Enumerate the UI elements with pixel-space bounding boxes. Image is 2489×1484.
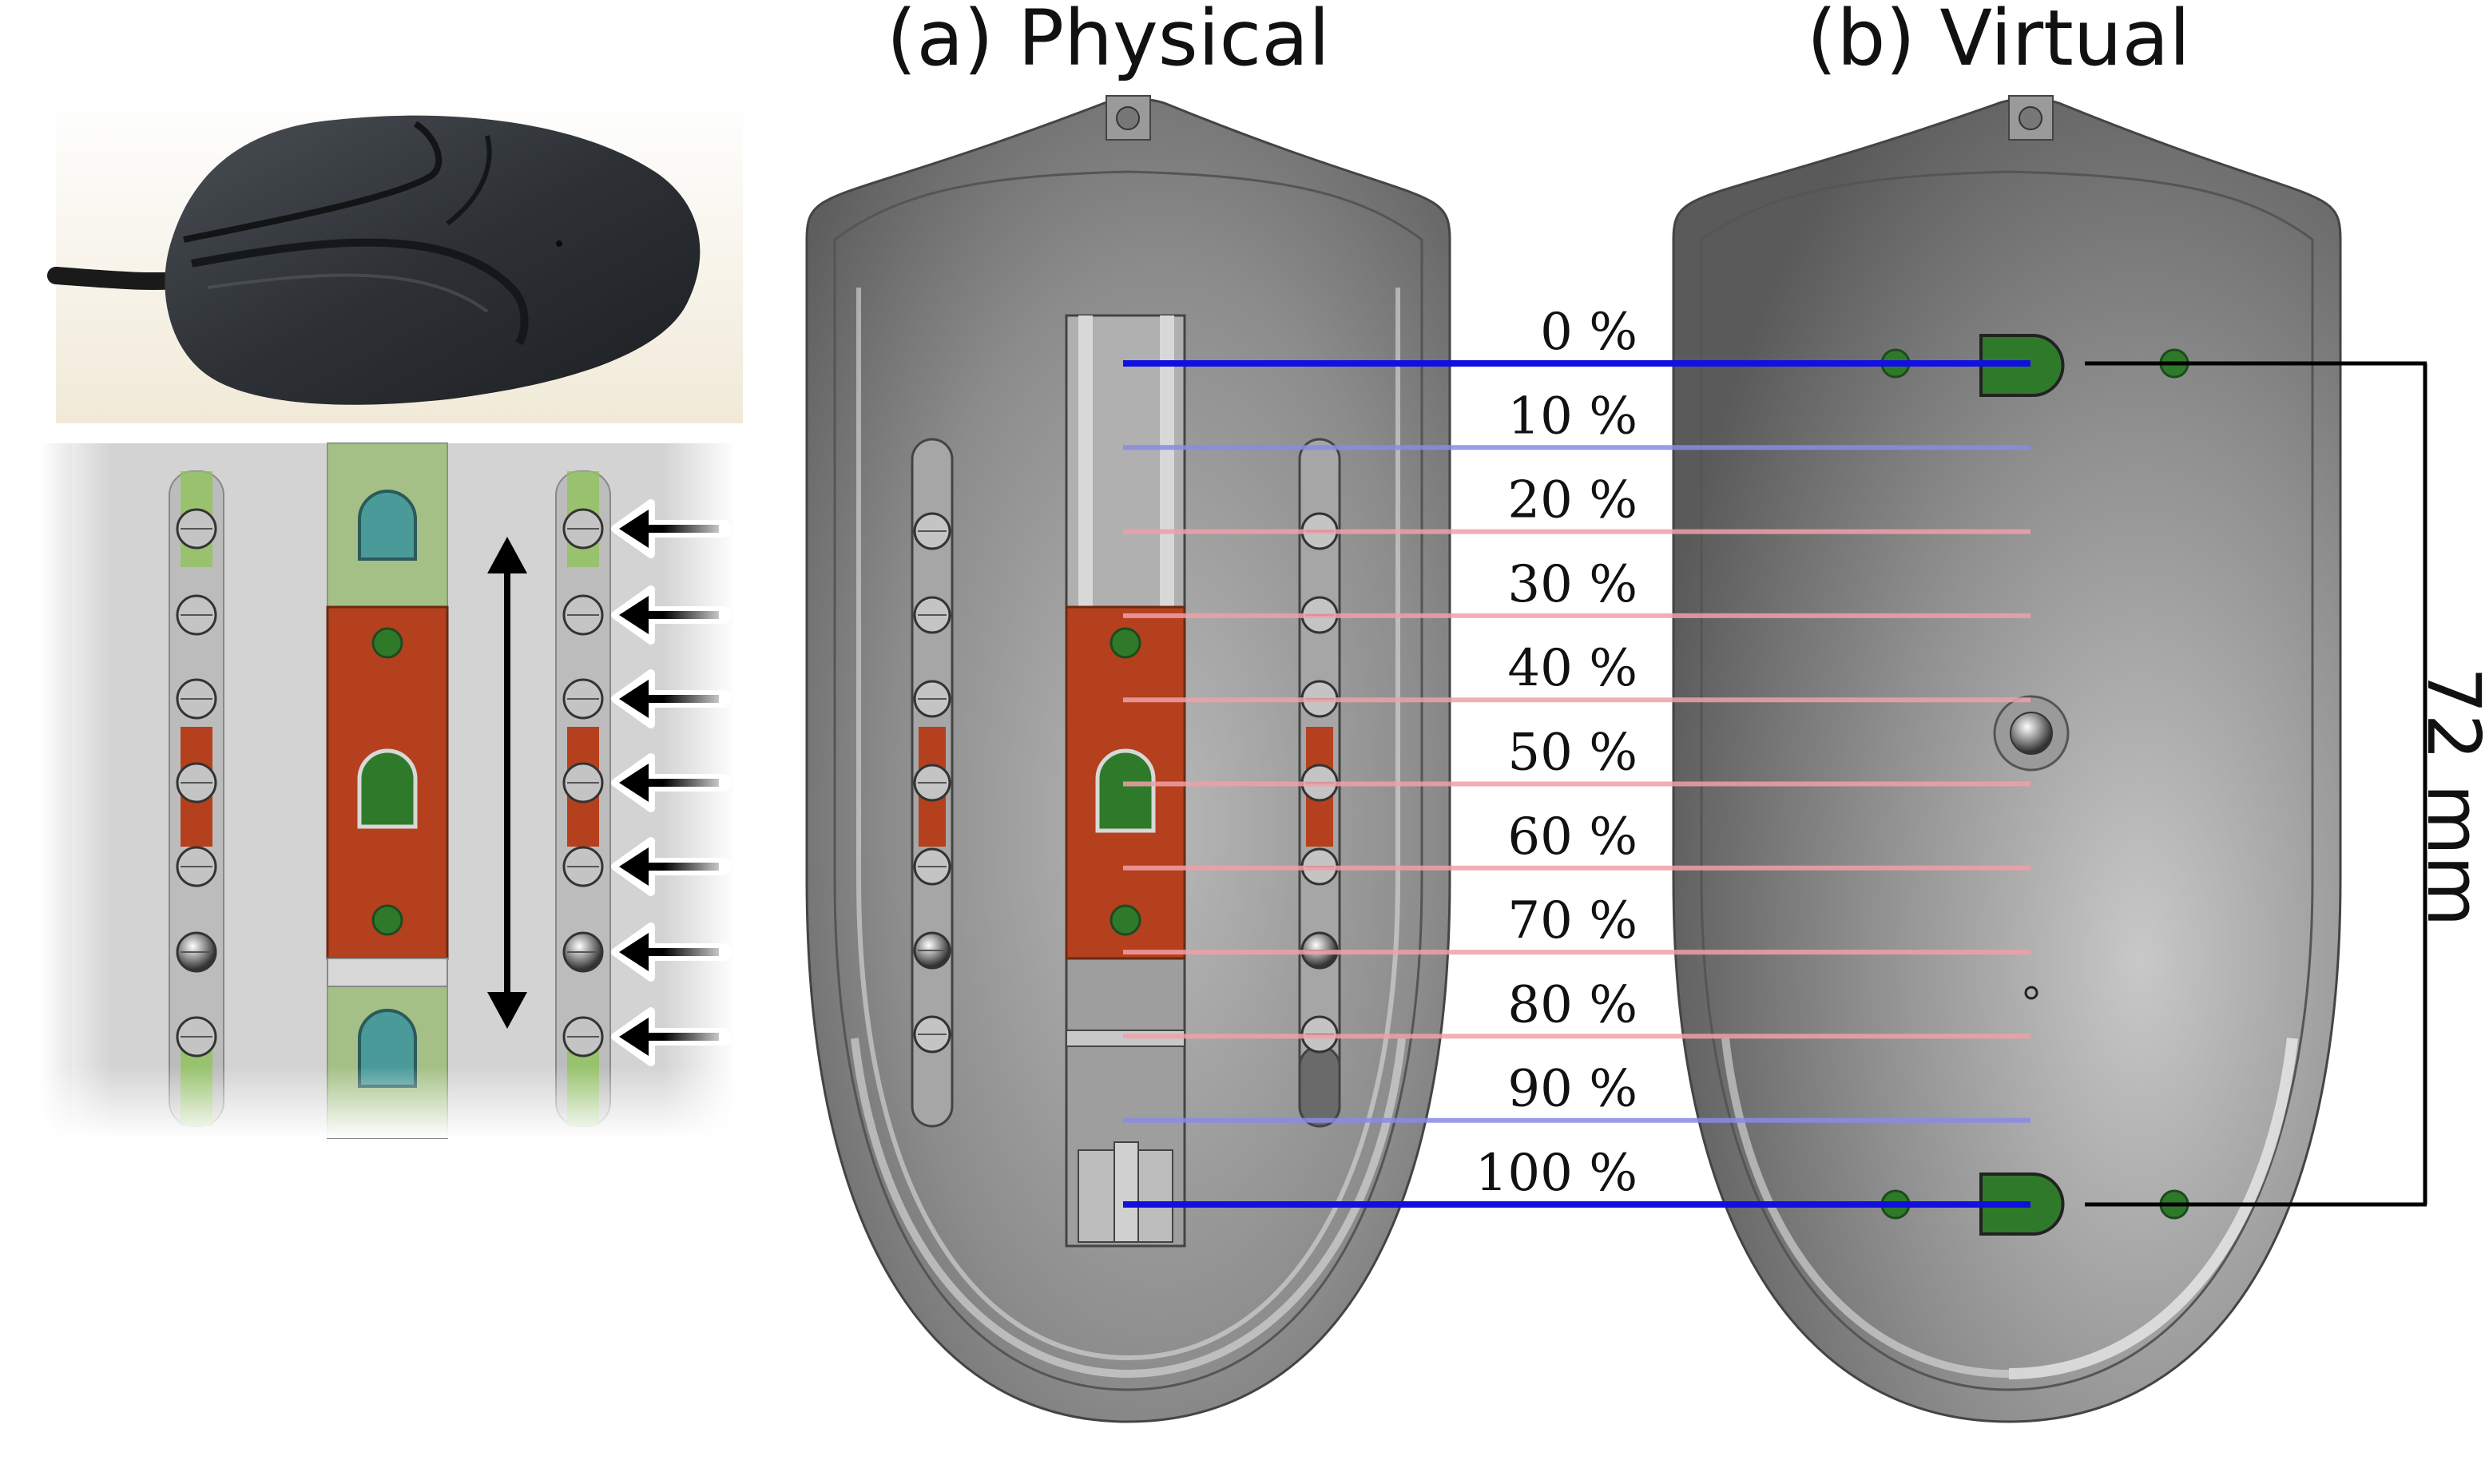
percent-label-40: 40 %: [1507, 639, 1638, 698]
percent-lines: [1123, 360, 2030, 1208]
mouse-photo: [47, 104, 743, 423]
virtual-mouse-shell: [1672, 95, 2342, 1423]
detent-detail: [40, 442, 735, 1139]
dimension-bracket: 72 mm: [2085, 361, 2489, 1207]
caption-virtual: (b) Virtual: [1807, 0, 2191, 83]
percent-label-100: 100 %: [1475, 1144, 1638, 1203]
percent-label-30: 30 %: [1507, 555, 1638, 614]
dimension-label: 72 mm: [2411, 667, 2489, 927]
percent-label-10: 10 %: [1507, 387, 1638, 446]
percent-label-70: 70 %: [1507, 891, 1638, 950]
percent-labels: 0 % 10 % 20 % 30 % 40 % 50 % 60 % 70 % 80 % 90 % 1…: [1475, 303, 1638, 1203]
percent-label-80: 80 %: [1507, 975, 1638, 1034]
percent-label-50: 50 %: [1507, 724, 1638, 783]
percent-label-0: 0 %: [1540, 303, 1638, 362]
percent-label-90: 90 %: [1507, 1060, 1638, 1119]
caption-physical: (a) Physical: [887, 0, 1330, 83]
percent-label-60: 60 %: [1507, 807, 1638, 867]
physical-mouse-shell: [805, 95, 1451, 1423]
percent-label-20: 20 %: [1507, 471, 1638, 530]
